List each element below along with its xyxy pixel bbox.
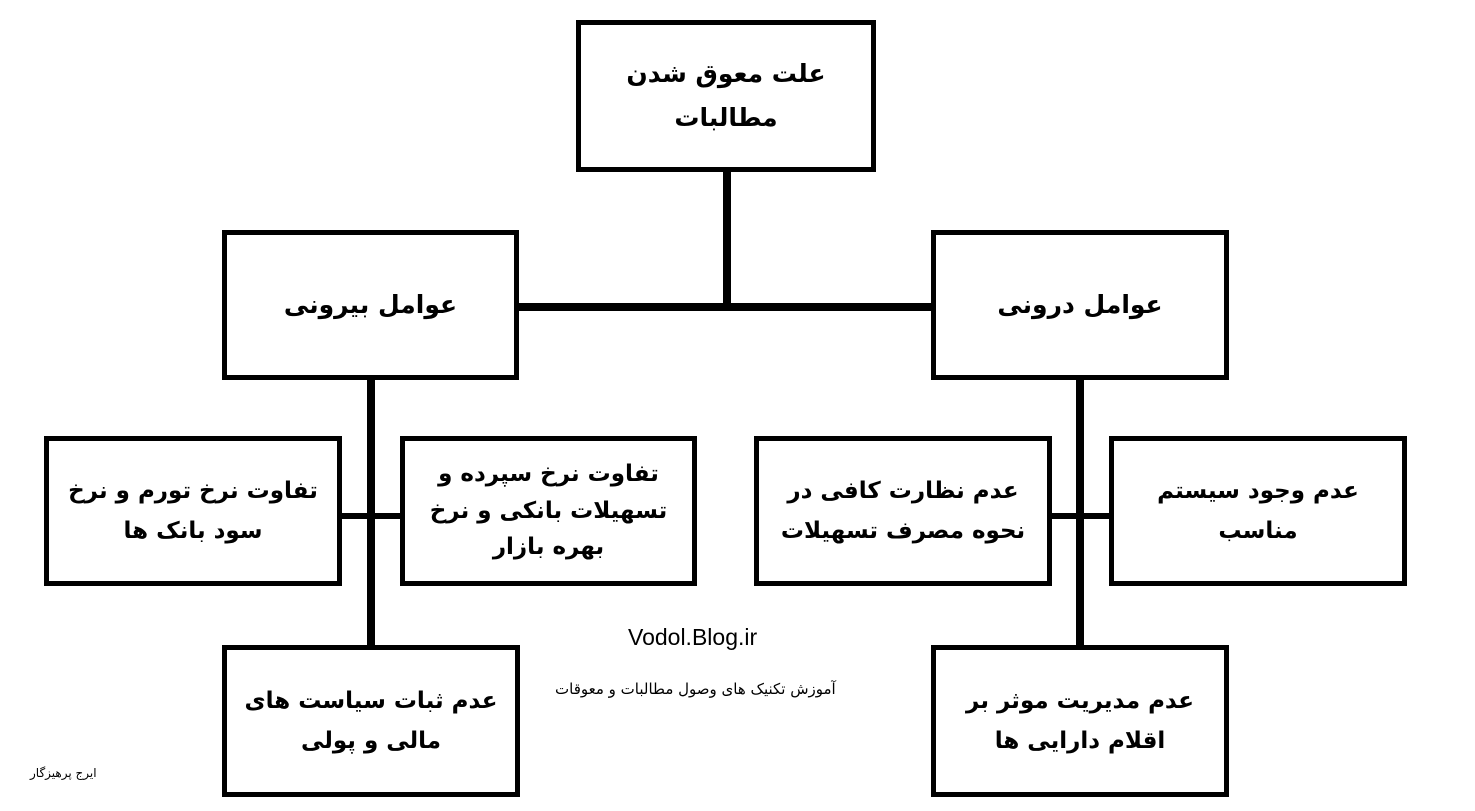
root-label: علت معوق شدن مطالبات <box>626 59 826 132</box>
cause-deposit-loan-rate-gap: تفاوت نرخ سپرده و تسهیلات بانکی و نرخ به… <box>400 436 697 586</box>
cause-label: تفاوت نرخ تورم و نرخ سود بانک ها <box>68 477 318 544</box>
caption: آموزش تکنیک های وصول مطالبات و معوقات <box>555 680 836 698</box>
category-internal-factors: عوامل درونی <box>931 230 1229 380</box>
connector-main-horizontal <box>515 303 935 311</box>
category-external-label: عوامل بیرونی <box>283 290 458 320</box>
cause-label: تفاوت نرخ سپرده و تسهیلات بانکی و نرخ به… <box>429 460 668 561</box>
author-name: ایرج پرهیزگار <box>30 766 97 780</box>
cause-inflation-interest-gap: تفاوت نرخ تورم و نرخ سود بانک ها <box>44 436 342 586</box>
cause-label: عدم نظارت کافی در نحوه مصرف تسهیلات <box>780 477 1026 544</box>
connector-internal-horizontal <box>1048 513 1114 519</box>
cause-policy-instability: عدم ثبات سیاست های مالی و پولی <box>222 645 520 797</box>
connector-root-stem <box>723 170 731 308</box>
category-external-factors: عوامل بیرونی <box>222 230 519 380</box>
cause-asset-management: عدم مدیریت موثر بر اقلام دارایی ها <box>931 645 1229 797</box>
category-internal-label: عوامل درونی <box>997 290 1163 320</box>
cause-label: عدم مدیریت موثر بر اقلام دارایی ها <box>966 687 1194 754</box>
root-node: علت معوق شدن مطالبات <box>576 20 876 172</box>
site-url: Vodol.Blog.ir <box>628 624 758 650</box>
cause-no-proper-system: عدم وجود سیستم مناسب <box>1109 436 1407 586</box>
cause-label: عدم ثبات سیاست های مالی و پولی <box>244 687 498 754</box>
cause-label: عدم وجود سیستم مناسب <box>1157 477 1359 544</box>
cause-insufficient-supervision: عدم نظارت کافی در نحوه مصرف تسهیلات <box>754 436 1052 586</box>
connector-external-horizontal <box>338 513 404 519</box>
